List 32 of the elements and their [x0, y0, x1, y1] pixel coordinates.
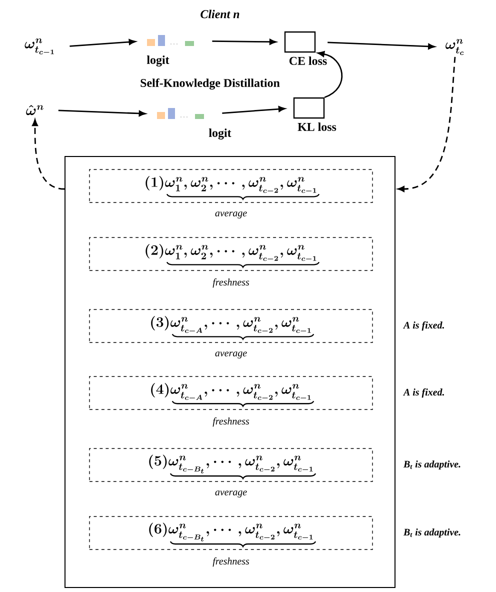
arrow [32, 119, 65, 190]
strategy-box: $(4)\omega^n_{t_{c-A}},\cdots,\omega^n_{t_{c-2}},\omega^n_{t_{c-1}}$ freshness [89, 376, 373, 427]
strategy-box: $(2)\omega^n_1,\omega^n_2,\cdots,\omega^n_{t_{c-2}},\omega^n_{t_{c-1}}$ freshness [89, 237, 373, 288]
loss-box: CE loss [284, 31, 327, 65]
strategy-box: $(5)\omega^n_{t_{c-B_t}},\cdots,\omega^n_{t_{c-2}},\omega^n_{t_{c-1}}$ average [89, 448, 373, 498]
side-note: B$_{t}$ is adaptive. [403, 528, 460, 538]
logit-label: logit [146, 56, 170, 66]
weight-symbol: $\omega^n_{t_c}$ [446, 39, 464, 55]
node-label: average [215, 212, 247, 218]
title: Client n [200, 10, 240, 18]
node-label: freshness [212, 278, 250, 288]
logit-label: logit [208, 128, 232, 140]
arrow [212, 38, 276, 45]
server-box [64, 156, 396, 588]
weight-symbol: $\hat{\omega}^n$ [26, 105, 44, 116]
section-label: Self-Knowledge Distillation [140, 78, 280, 90]
arrow [58, 110, 146, 116]
strategy-box: $(6)\omega^n_{t_{c-B_t}},\cdots,\omega^n_{t_{c-2}},\omega^n_{t_{c-1}}$ freshness [89, 516, 373, 567]
node-label: CE loss [289, 56, 327, 65]
arrow [318, 51, 342, 98]
strategy-box: $(1)\omega^n_1,\omega^n_2,\cdots,\omega^n_{t_{c-2}},\omega^n_{t_{c-1}}$ average [89, 169, 373, 218]
node-label: KL loss [298, 122, 336, 131]
loss-box: KL loss [293, 97, 336, 131]
side-note: A is fixed. [403, 321, 444, 331]
side-note: B$_{t}$ is adaptive. [403, 460, 460, 470]
side-note: A is fixed. [403, 388, 444, 398]
arrow [70, 39, 136, 47]
arrow [222, 106, 286, 114]
arrow [398, 56, 456, 192]
strategy-box: $(3)\omega^n_{t_{c-A}},\cdots,\omega^n_{t_{c-2}},\omega^n_{t_{c-1}}$ average [89, 309, 373, 358]
weight-symbol: $\omega^n_{t_{c-1}}$ [24, 38, 54, 54]
arrow [328, 42, 435, 50]
